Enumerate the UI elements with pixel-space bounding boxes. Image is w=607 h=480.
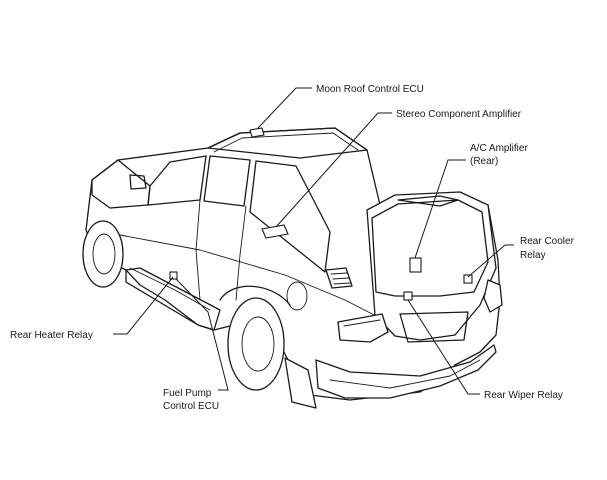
roof-rail <box>213 132 359 153</box>
body-side-molding <box>119 234 381 319</box>
rear-wheel-rim <box>241 316 275 372</box>
rear-spoiler <box>397 195 459 207</box>
label-rear-cooler-2: Relay <box>520 250 546 261</box>
ac-amp-marker <box>409 257 422 273</box>
mud-flap <box>284 357 317 409</box>
leader-ac-amp <box>414 159 466 259</box>
label-stereo-amp: Stereo Component Amplifier <box>396 109 522 120</box>
rear-window <box>371 199 489 297</box>
label-ac-amp-1: A/C Amplifier <box>470 143 528 154</box>
rocker-line <box>129 267 211 311</box>
quarter-window <box>249 160 331 273</box>
leader-fuel-pump <box>175 278 229 391</box>
rear-wiper-relay-marker <box>403 291 413 301</box>
rear-cooler-relay-marker <box>463 274 473 284</box>
vehicle-illustration <box>82 127 503 409</box>
label-rear-cooler-1: Rear Cooler <box>520 236 575 247</box>
rear-door-window <box>203 155 251 207</box>
side-mirror <box>129 174 147 190</box>
callout-labels: Moon Roof Control ECU Stereo Component A… <box>10 84 575 412</box>
front-wheel-rim <box>92 233 116 275</box>
rear-wheel-arch <box>219 285 291 306</box>
rear-tailgate <box>366 191 497 341</box>
label-rear-wiper: Rear Wiper Relay <box>484 390 563 401</box>
fuel-door <box>286 281 308 311</box>
leader-stereo-amp <box>275 112 392 228</box>
leader-rear-heater <box>113 276 174 335</box>
moon-roof-ecu-marker <box>249 127 265 138</box>
door-seam-front <box>195 199 201 301</box>
leader-lines <box>113 87 514 395</box>
front-wheel <box>82 220 124 288</box>
running-board <box>125 267 221 331</box>
license-plate-area <box>399 311 469 343</box>
rear-bumper <box>315 344 497 399</box>
leader-rear-wiper <box>407 299 480 395</box>
label-ac-amp-2: (Rear) <box>470 156 498 167</box>
label-rear-heater: Rear Heater Relay <box>10 330 93 341</box>
label-fuel-pump-1: Fuel Pump <box>163 388 212 399</box>
rear-wheel <box>227 297 285 391</box>
label-fuel-pump-2: Control ECU <box>163 401 219 412</box>
leader-moon-roof-ecu <box>257 87 312 129</box>
door-seam-rear <box>235 205 247 301</box>
hood <box>91 159 151 209</box>
roof <box>207 127 368 159</box>
rear-vent <box>325 267 353 289</box>
right-tail-light <box>483 279 503 313</box>
leader-rear-cooler <box>467 244 514 278</box>
label-moon-roof-ecu: Moon Roof Control ECU <box>316 84 424 95</box>
component-markers <box>169 127 473 301</box>
rear-heater-relay-marker <box>169 271 178 280</box>
